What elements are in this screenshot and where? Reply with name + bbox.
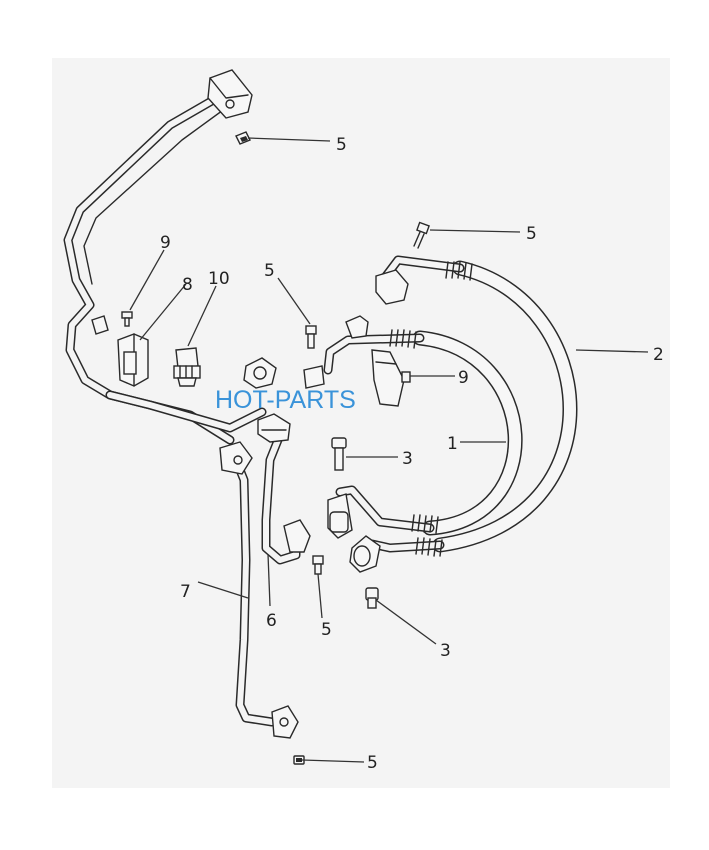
bolt-part-5-lower-middle xyxy=(312,555,324,575)
hose-part-1 xyxy=(323,329,523,539)
callout-5-lower: 5 xyxy=(321,620,332,640)
leader-lines xyxy=(129,137,649,763)
bolt-part-5-top xyxy=(235,131,251,145)
callout-2: 2 xyxy=(653,345,664,365)
pipe-part-7 xyxy=(219,441,299,739)
callout-9-left: 9 xyxy=(160,233,171,253)
callout-1: 1 xyxy=(447,434,458,454)
hose-part-2 xyxy=(375,255,578,553)
bolt-part-5-middle xyxy=(305,325,317,349)
bolt-part-5-upper-right xyxy=(413,221,430,249)
bolt-part-3-upper xyxy=(331,437,347,471)
upper-pipe-block-fitting xyxy=(207,69,253,119)
bolt-part-9-right xyxy=(401,371,411,383)
callout-3-upper: 3 xyxy=(402,449,413,469)
callout-8: 8 xyxy=(182,275,193,295)
callout-5-upper-right: 5 xyxy=(526,224,537,244)
callout-5-top: 5 xyxy=(336,135,347,155)
callout-7: 7 xyxy=(180,582,191,602)
bracket-assembly-middle xyxy=(303,315,405,407)
callout-10: 10 xyxy=(208,269,230,289)
union-fitting-middle xyxy=(243,357,277,389)
watermark-text: HOT-PARTS xyxy=(215,386,356,414)
bolt-part-3-lower xyxy=(365,587,379,609)
callout-5-bottom: 5 xyxy=(367,753,378,773)
callout-9-right: 9 xyxy=(458,368,469,388)
hose-end-fitting-lower xyxy=(349,535,445,573)
bolt-part-9-left xyxy=(121,311,133,327)
callout-labels: 5 5 2 5 9 8 10 9 1 3 7 6 5 3 5 xyxy=(160,135,664,773)
clamp-part-8 xyxy=(117,333,149,387)
callout-6: 6 xyxy=(266,611,277,631)
pressure-switch-part-10 xyxy=(173,347,201,387)
callout-5-middle: 5 xyxy=(264,261,275,281)
pipe-part-6 xyxy=(257,413,311,565)
callout-3-lower: 3 xyxy=(440,641,451,661)
upper-pipe-assembly xyxy=(63,69,267,445)
